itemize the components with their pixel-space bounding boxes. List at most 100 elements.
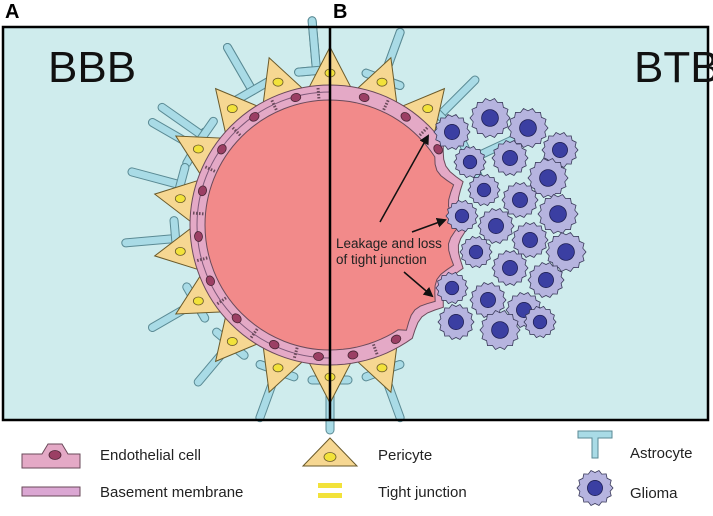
legend-basement-icon bbox=[21, 486, 81, 497]
tight-junction bbox=[231, 126, 242, 137]
pericyte-body bbox=[307, 360, 330, 405]
glioma-nucleus bbox=[549, 205, 567, 223]
pericyte-body bbox=[330, 360, 353, 405]
glioma-nucleus bbox=[444, 124, 460, 140]
glioma-nucleus bbox=[480, 292, 496, 308]
btb-title: BTB bbox=[634, 43, 713, 92]
glioma-cell bbox=[527, 261, 565, 299]
tight-junction bbox=[196, 256, 208, 263]
leakage-arrow-bottom bbox=[403, 271, 434, 298]
glioma-cell bbox=[527, 157, 569, 199]
endothelial-nucleus bbox=[194, 231, 203, 242]
glioma-cell bbox=[459, 235, 493, 269]
endothelial-nucleus bbox=[198, 185, 207, 197]
endothelial-nucleus bbox=[433, 144, 443, 155]
glioma-nucleus bbox=[476, 182, 492, 198]
tight-junction bbox=[216, 296, 227, 306]
glioma-nucleus bbox=[538, 272, 554, 288]
glioma-cell bbox=[507, 107, 549, 149]
legend-glioma-icon bbox=[576, 469, 614, 507]
glioma-nucleus bbox=[502, 150, 518, 166]
glioma-nucleus bbox=[587, 480, 603, 496]
glioma-cell bbox=[453, 145, 487, 179]
tight-junctions-right bbox=[372, 99, 429, 356]
tight-junction bbox=[316, 87, 321, 99]
legend-pericyte-label: Pericyte bbox=[378, 447, 432, 464]
astrocyte-stem bbox=[436, 76, 479, 119]
glioma-cell bbox=[437, 303, 475, 341]
endothelial-nucleus bbox=[268, 340, 280, 350]
pericyte-body bbox=[330, 45, 353, 90]
lumen-left bbox=[204, 99, 330, 351]
endothelial-nucleus bbox=[249, 112, 260, 122]
endothelial-nuclei-right bbox=[347, 93, 443, 360]
legend-endothelial-icon bbox=[21, 443, 81, 469]
pericyte-nucleus bbox=[422, 104, 434, 113]
glioma-cell bbox=[511, 221, 549, 259]
pericyte-nucleus bbox=[174, 246, 186, 256]
pericyte-nucleus bbox=[226, 337, 238, 346]
pericyte-nucleus bbox=[192, 296, 204, 306]
tight-junction bbox=[418, 126, 429, 137]
endothelial-nucleus bbox=[313, 352, 324, 361]
legend-tight-junction-label: Tight junction bbox=[378, 484, 467, 501]
endothelial-nucleus bbox=[400, 112, 411, 122]
glioma-nucleus bbox=[468, 244, 484, 260]
glioma-cell bbox=[491, 249, 529, 287]
glioma-cell bbox=[435, 271, 469, 305]
glioma-nucleus bbox=[481, 109, 499, 127]
pericyte-nucleus bbox=[376, 77, 388, 87]
glioma-nucleus bbox=[502, 260, 518, 276]
glioma-cell bbox=[479, 309, 521, 351]
legend-glioma-label: Glioma bbox=[630, 485, 678, 502]
tight-junctions-left bbox=[192, 87, 321, 359]
panel-a-letter: A bbox=[5, 1, 19, 23]
glioma-nucleus bbox=[488, 218, 504, 234]
glioma-cell bbox=[545, 231, 587, 273]
glioma-nucleus bbox=[454, 208, 470, 224]
pericyte-nucleus bbox=[272, 77, 284, 87]
endothelial-nucleus bbox=[358, 93, 370, 102]
glioma-cell bbox=[537, 193, 579, 235]
glioma-cluster bbox=[433, 97, 587, 351]
legend-astrocyte-label: Astrocyte bbox=[630, 445, 693, 462]
astrocyte-icon bbox=[223, 42, 273, 105]
glioma-nucleus bbox=[539, 169, 557, 187]
legend-basement-label: Basement membrane bbox=[100, 484, 243, 501]
glioma-cell bbox=[445, 199, 479, 233]
glioma-nucleus bbox=[491, 321, 509, 339]
pericyte-nucleus bbox=[192, 144, 204, 154]
glioma-nucleus bbox=[519, 119, 537, 137]
leakage-arrow-middle bbox=[411, 218, 447, 233]
pericyte-nucleus bbox=[226, 104, 238, 113]
bbb-vessel bbox=[153, 45, 330, 405]
tight-junction bbox=[382, 99, 390, 111]
basement-membrane-left bbox=[196, 91, 330, 359]
legend-astrocyte-icon bbox=[577, 430, 613, 459]
tight-junction bbox=[204, 165, 216, 173]
endothelial-nucleus bbox=[217, 144, 227, 155]
glioma-nucleus bbox=[552, 142, 568, 158]
endothelial-nucleus bbox=[390, 334, 402, 344]
pericyte-nucleus bbox=[376, 363, 388, 373]
glioma-cell bbox=[467, 173, 501, 207]
legend: Endothelial cell Basement membrane Peric… bbox=[21, 430, 693, 507]
glioma-cell bbox=[491, 139, 529, 177]
bbb-title: BBB bbox=[48, 43, 136, 92]
glioma-cell bbox=[523, 305, 557, 339]
leakage-arrow-top bbox=[379, 134, 429, 223]
astrocyte-stem bbox=[122, 235, 180, 247]
endothelial-nucleus bbox=[205, 275, 215, 287]
glioma-cell bbox=[541, 131, 579, 169]
figure-border bbox=[1, 25, 710, 422]
astrocyte-stem bbox=[308, 17, 320, 75]
glioma-nucleus bbox=[444, 280, 460, 296]
tight-junction bbox=[270, 99, 278, 111]
glioma-cell bbox=[501, 181, 539, 219]
astrocyte-stem bbox=[128, 168, 184, 189]
tight-junction bbox=[249, 328, 259, 339]
leakage-label-line2: of tight junction bbox=[336, 252, 427, 267]
tight-junction bbox=[292, 347, 299, 359]
glioma-cell bbox=[469, 281, 507, 319]
